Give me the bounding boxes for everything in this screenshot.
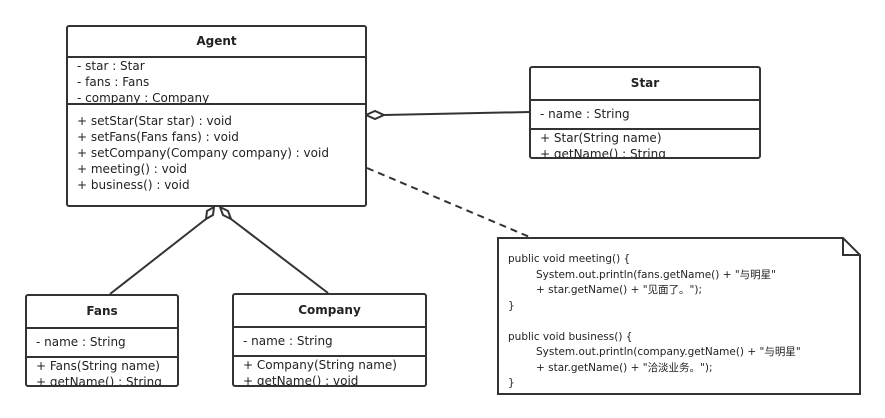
note-line: System.out.println(company.getName() + "… <box>536 346 801 358</box>
method: + getName() : void <box>243 374 359 387</box>
attribute: - name : String <box>243 334 333 348</box>
class-name: Agent <box>68 27 365 58</box>
folded-corner-icon <box>842 238 860 256</box>
class-agent[interactable]: Agent - star : Star - fans : Fans - comp… <box>66 25 367 207</box>
note-text: public void meeting() { System.out.print… <box>508 252 801 392</box>
attribute: - star : Star <box>77 59 145 73</box>
class-name: Star <box>531 68 759 101</box>
method: + Fans(String name) <box>36 359 160 373</box>
aggregation-diamond-icon <box>363 109 387 121</box>
class-star[interactable]: Star - name : String + Star(String name)… <box>529 66 761 159</box>
class-name: Company <box>234 295 425 328</box>
attribute: - name : String <box>540 107 630 121</box>
attributes-section: - name : String <box>234 328 425 357</box>
note-line: + star.getName() + "洽淡业务。"); <box>536 361 713 374</box>
methods-section: + Company(String name) + getName() : voi… <box>234 357 425 387</box>
note-line: System.out.println(fans.getName() + "与明星… <box>536 268 777 281</box>
class-company[interactable]: Company - name : String + Company(String… <box>232 293 427 387</box>
note-line: + star.getName() + "见面了。"); <box>536 284 703 296</box>
method: + getName() : String <box>540 147 666 159</box>
method: + business() : void <box>77 178 190 192</box>
attribute: - name : String <box>36 335 126 349</box>
agent-fans-aggregation-line[interactable] <box>109 218 207 295</box>
method: + Company(String name) <box>243 358 397 372</box>
methods-section: + Star(String name) + getName() : String <box>531 130 759 159</box>
agent-star-aggregation-line[interactable] <box>383 111 531 116</box>
agent-note-dashed-line[interactable] <box>366 167 533 239</box>
attributes-section: - name : String <box>531 101 759 130</box>
note-shape <box>497 237 861 395</box>
attributes-section: - star : Star - fans : Fans - company : … <box>68 58 365 105</box>
method: + setStar(Star star) : void <box>77 114 232 128</box>
method: + setFans(Fans fans) : void <box>77 130 239 144</box>
methods-section: + setStar(Star star) : void + setFans(Fa… <box>68 105 365 193</box>
method: + setCompany(Company company) : void <box>77 146 329 160</box>
note-line: public void meeting() { <box>508 253 631 265</box>
note-line <box>508 314 801 330</box>
attributes-section: - name : String <box>27 329 177 358</box>
aggregation-diamond-icon <box>204 205 216 221</box>
attribute: - fans : Fans <box>77 75 150 89</box>
attribute: - company : Company <box>77 91 210 105</box>
note-line: } <box>508 377 515 389</box>
note-line: } <box>508 299 515 312</box>
note-line: public void business() { <box>508 330 633 343</box>
class-fans[interactable]: Fans - name : String + Fans(String name)… <box>25 294 179 387</box>
code-note[interactable]: public void meeting() { System.out.print… <box>497 237 861 395</box>
methods-section: + Fans(String name) + getName() : String <box>27 358 177 387</box>
method: + meeting() : void <box>77 162 188 176</box>
agent-company-aggregation-line[interactable] <box>230 218 329 294</box>
method: + getName() : String <box>36 375 162 387</box>
method: + Star(String name) <box>540 131 662 145</box>
aggregation-diamond-icon <box>218 204 233 222</box>
class-name: Fans <box>27 296 177 329</box>
